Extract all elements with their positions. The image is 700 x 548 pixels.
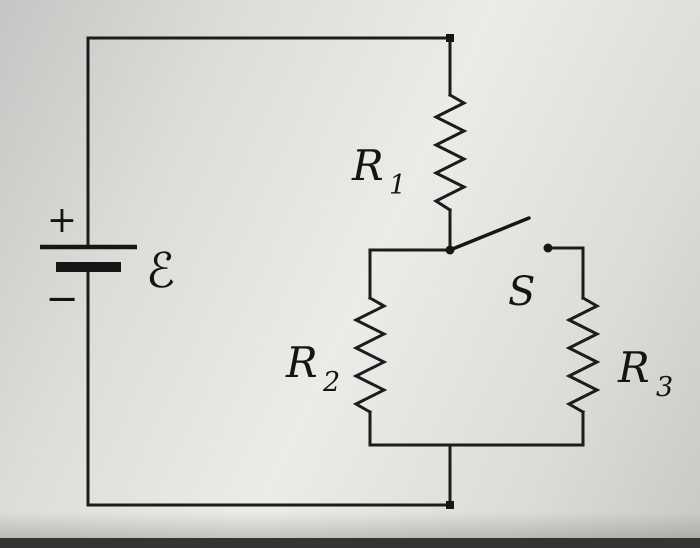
- junction-dot-switch-left: [445, 245, 455, 255]
- resistor-r2-zigzag: [352, 295, 388, 415]
- node-bottom: [446, 501, 454, 509]
- battery-minus-label: −: [45, 276, 79, 322]
- resistor-r3-subscript: 3: [656, 372, 673, 403]
- battery-plus-label: +: [47, 200, 77, 241]
- wire-switch-to-r3: [546, 246, 585, 300]
- emf-label: ℰ: [146, 243, 175, 299]
- resistor-r1-subscript: 1: [389, 170, 406, 201]
- switch-label: S: [508, 269, 535, 315]
- switch-blade: [448, 216, 531, 252]
- switch-contact-dot: [543, 243, 553, 253]
- resistor-r2-subscript: 2: [322, 367, 340, 398]
- resistor-r1-label: R: [351, 141, 384, 190]
- resistor-r3-zigzag: [565, 295, 601, 415]
- node-top: [446, 34, 454, 42]
- wire-junction-to-r2: [368, 248, 452, 300]
- photo-edge-strip: [0, 538, 700, 548]
- resistor-r3-label: R: [617, 343, 650, 392]
- resistor-r2-label: R: [285, 338, 318, 387]
- photo-bottom-shadow: [0, 512, 700, 538]
- resistor-r1-zigzag: [432, 92, 468, 213]
